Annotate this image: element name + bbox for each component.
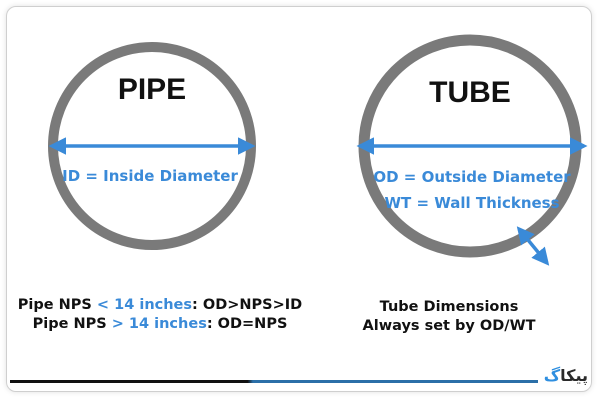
tube-wt-arrow — [516, 226, 550, 266]
pipe-caption: Pipe NPS < 14 inches: OD>NPS>ID Pipe NPS… — [10, 296, 310, 334]
tube-caption-line-1: Tube Dimensions — [379, 299, 519, 315]
tube-wt-label: WT = Wall Thickness — [384, 194, 559, 212]
footer-divider — [10, 380, 538, 383]
pipe-title: PIPE — [118, 73, 186, 106]
pipe-id-label: ID = Inside Diameter — [62, 167, 238, 185]
tube-title: TUBE — [429, 76, 511, 109]
tube-caption: Tube Dimensions Always set by OD/WT — [322, 298, 576, 336]
pipe-caption-line-2: Pipe NPS > 14 inches: OD=NPS — [32, 316, 288, 332]
diagram-frame — [6, 6, 592, 392]
tube-od-label: OD = Outside Diameter — [373, 168, 571, 186]
brand-logo: پیکاگ — [543, 366, 588, 385]
pipe-caption-line-1: Pipe NPS < 14 inches: OD>NPS>ID — [17, 297, 303, 313]
tube-caption-line-2: Always set by OD/WT — [362, 318, 536, 334]
